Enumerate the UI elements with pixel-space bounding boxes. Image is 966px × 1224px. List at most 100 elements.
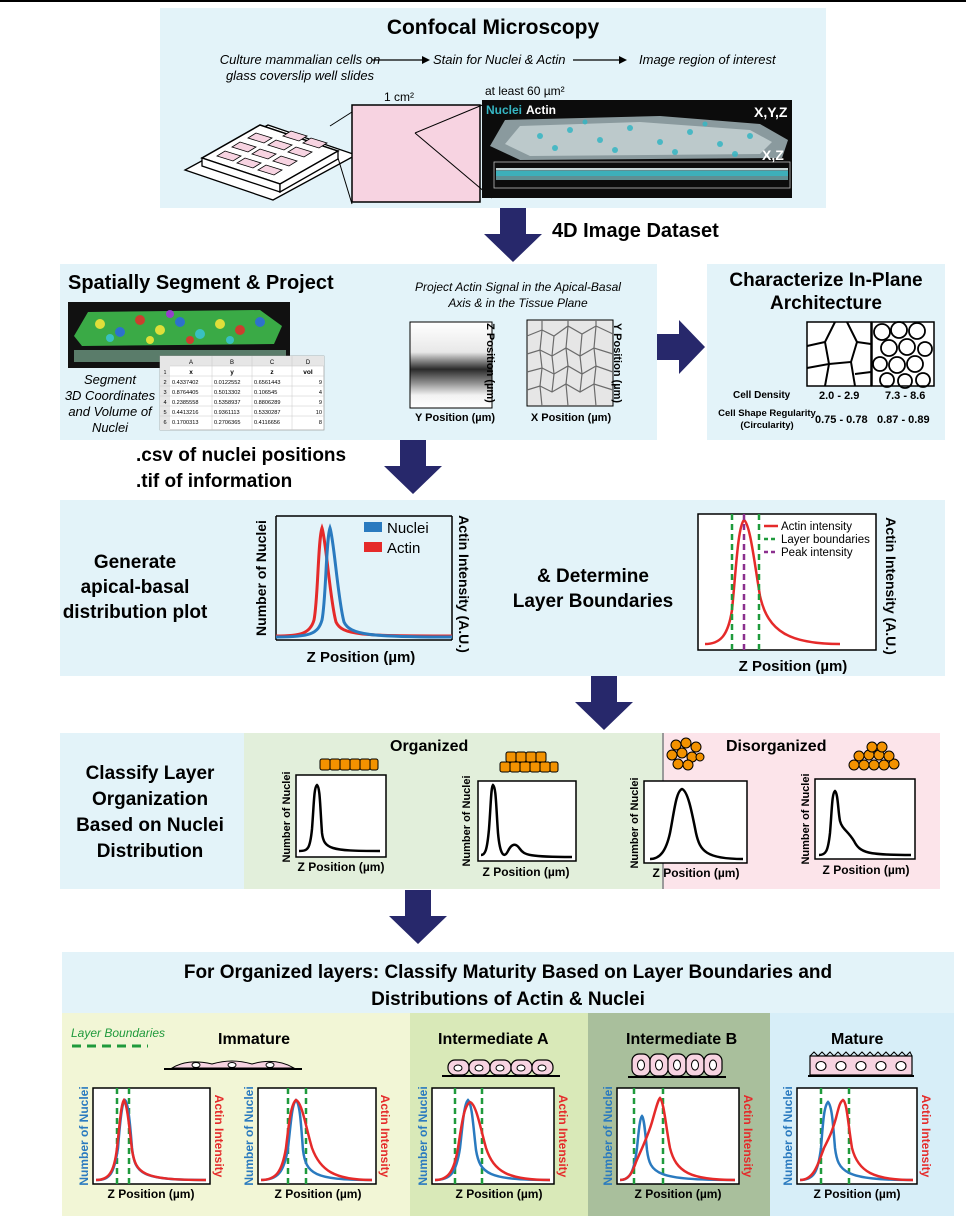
- sample-square: [351, 104, 481, 203]
- plot2-legend-peak: Peak intensity: [781, 547, 853, 559]
- hdr-x: x: [189, 369, 193, 376]
- plot1-axes: [275, 515, 453, 641]
- top-border: [0, 0, 966, 2]
- arrow-inplane: [657, 320, 705, 374]
- disorganized-plot1-ylabel: Number of Nuclei: [629, 777, 641, 868]
- step-culture-line2: glass coverslip well slides: [225, 68, 375, 83]
- classify-title-line1: Classify Layer: [85, 763, 215, 784]
- hdr-vol: vol: [303, 369, 313, 376]
- intermediate-a-ylabel: Number of Nuclei: [416, 1086, 430, 1185]
- row-1-num: 1: [164, 370, 167, 376]
- step-image: Image region of interest: [639, 52, 776, 67]
- plot2-xlabel: Z Position (µm): [739, 658, 848, 675]
- table-cell: 0.6561443: [254, 380, 280, 386]
- disorganized-plot1-curve: [649, 787, 744, 861]
- table-cell: 0.0122552: [214, 380, 240, 386]
- mature-actin-curve: [799, 1098, 914, 1182]
- intermediate-b-ylabel: Number of Nuclei: [601, 1086, 615, 1185]
- csv-output: .csv of nuclei positions: [136, 445, 347, 466]
- table-cell: 0.8764405: [172, 390, 198, 396]
- nuclei-spreadsheet: A B C D 1 x y z vol 2 0.4337402 0.012255…: [159, 355, 325, 431]
- disorganized-plot2-ylabel: Number of Nuclei: [800, 773, 812, 864]
- inplane-title: Characterize In-Plane Architecture: [707, 269, 945, 315]
- organized-plot1-xlabel: Z Position (µm): [298, 860, 385, 874]
- table-cell: 0.9361113: [214, 410, 240, 416]
- col-a: A: [189, 360, 193, 366]
- organized-plot1-curve: [298, 783, 381, 853]
- shape-a: 0.75 - 0.78: [815, 414, 868, 426]
- table-row-n: 4: [163, 400, 166, 406]
- plot1-legend-nuclei: Nuclei: [387, 520, 429, 537]
- immature-plot1-box: [92, 1087, 211, 1185]
- segment-caption: Segment 3D Coordinates and Volume of Nuc…: [60, 372, 160, 436]
- immature-label: Immature: [218, 1031, 291, 1048]
- table-cell: 9: [319, 380, 322, 386]
- intermediate-a-actin-curve: [434, 1100, 551, 1182]
- organized-plot2-curve: [480, 783, 573, 859]
- table-cell: 0.5330287: [254, 410, 280, 416]
- col-d: D: [306, 360, 311, 366]
- yz-ylabel: Z Position (µm): [484, 323, 496, 403]
- classify-panel: Classify Layer Organization Based on Nuc…: [60, 733, 940, 889]
- legend-nuclei: Nuclei: [486, 103, 523, 117]
- classify-graphics: Number of Nuclei Z Position (µm) Number …: [281, 737, 916, 880]
- plot1-ylabel: Number of Nuclei: [253, 520, 269, 636]
- plot2-legend-boundaries: Layer boundaries: [781, 534, 870, 546]
- maturity-title-line1: For Organized layers: Classify Maturity …: [183, 962, 833, 983]
- immature-plot1-ylabel: Number of Nuclei: [77, 1086, 91, 1185]
- intermediate-b-plot-box: [616, 1087, 740, 1185]
- xy-projection-image: [526, 319, 614, 407]
- hdr-z: z: [270, 369, 274, 376]
- maturity-header: [62, 952, 954, 1013]
- maturity-title-line2: Distributions of Actin & Nuclei: [371, 989, 645, 1010]
- classify-title: Classify Layer Organization Based on Nuc…: [60, 761, 240, 865]
- plot1-legend-actin-swatch: [364, 542, 382, 552]
- segment-title: Spatially Segment & Project: [68, 272, 334, 294]
- plot2-legend-actin: Actin intensity: [781, 521, 852, 533]
- disorganized-mound-icon: [848, 741, 900, 771]
- density-b: 7.3 - 8.6: [885, 390, 926, 402]
- segment-caption-line4: Nuclei: [91, 420, 129, 435]
- table-cell: 0.4337402: [172, 380, 198, 386]
- organized-plot2-xlabel: Z Position (µm): [483, 865, 570, 879]
- classify-title-line4: Distribution: [96, 841, 204, 862]
- step-arrow-1: [372, 56, 430, 64]
- table-cell: 8: [319, 420, 322, 426]
- generate-label-line2: apical-basal: [80, 577, 190, 598]
- legend-actin: Actin: [526, 103, 556, 117]
- maturity-title: For Organized layers: Classify Maturity …: [62, 959, 954, 1013]
- determine-label-line2: Layer Boundaries: [512, 591, 674, 612]
- arrow-maturity: [389, 890, 447, 944]
- xy-ylabel: Y Position (µm): [611, 322, 623, 404]
- segment-caption-line1: Segment: [83, 372, 137, 387]
- intermediate-b-xlabel: Z Position (µm): [635, 1187, 722, 1201]
- classify-label-box: [60, 733, 244, 889]
- table-row-n: 3: [163, 390, 166, 396]
- intermediate-b-label: Intermediate B: [626, 1031, 738, 1048]
- plot1-nuclei-curve: [275, 523, 453, 639]
- plot1-ylabel-right: Actin Intensity (A.U.): [456, 515, 472, 653]
- large-cells-image: [806, 321, 872, 387]
- segment-caption-line3: and Volume of: [68, 404, 152, 419]
- immature-plot2-ylabel-right: Actin Intensity: [378, 1095, 392, 1178]
- segment-caption-line2: 3D Coordinates: [64, 388, 156, 403]
- roi-label: at least 60 µm²: [485, 84, 565, 98]
- shape-label-line2: (Circularity): [740, 420, 794, 431]
- shape-label: Cell Shape Regularity (Circularity): [709, 408, 825, 432]
- immature-plot1-xlabel: Z Position (µm): [108, 1187, 195, 1201]
- immature-plot2-actin-curve: [260, 1098, 373, 1182]
- disorganized-plot1-xlabel: Z Position (µm): [653, 866, 740, 880]
- segment-graphics: A B C D 1 x y z vol 2 0.4337402 0.012255…: [68, 302, 614, 431]
- col-b: B: [230, 360, 234, 366]
- plot1-actin-curve: [275, 523, 453, 638]
- table-cell: 0.106545: [254, 390, 277, 396]
- immature-plot1-ylabel-right: Actin Intensity: [212, 1095, 226, 1178]
- intermediate-b-cells-icon: [628, 1053, 726, 1078]
- confocal-title: Confocal Microscopy: [386, 16, 600, 39]
- table-cell: 9: [319, 400, 322, 406]
- plot2-actin-curve: [704, 518, 841, 646]
- table-cell: 0.5013302: [214, 390, 240, 396]
- step-culture: Culture mammalian cells on glass coversl…: [190, 52, 410, 84]
- table-cell: 0.2706365: [214, 420, 240, 426]
- organized-plot2-ylabel: Number of Nuclei: [461, 775, 473, 866]
